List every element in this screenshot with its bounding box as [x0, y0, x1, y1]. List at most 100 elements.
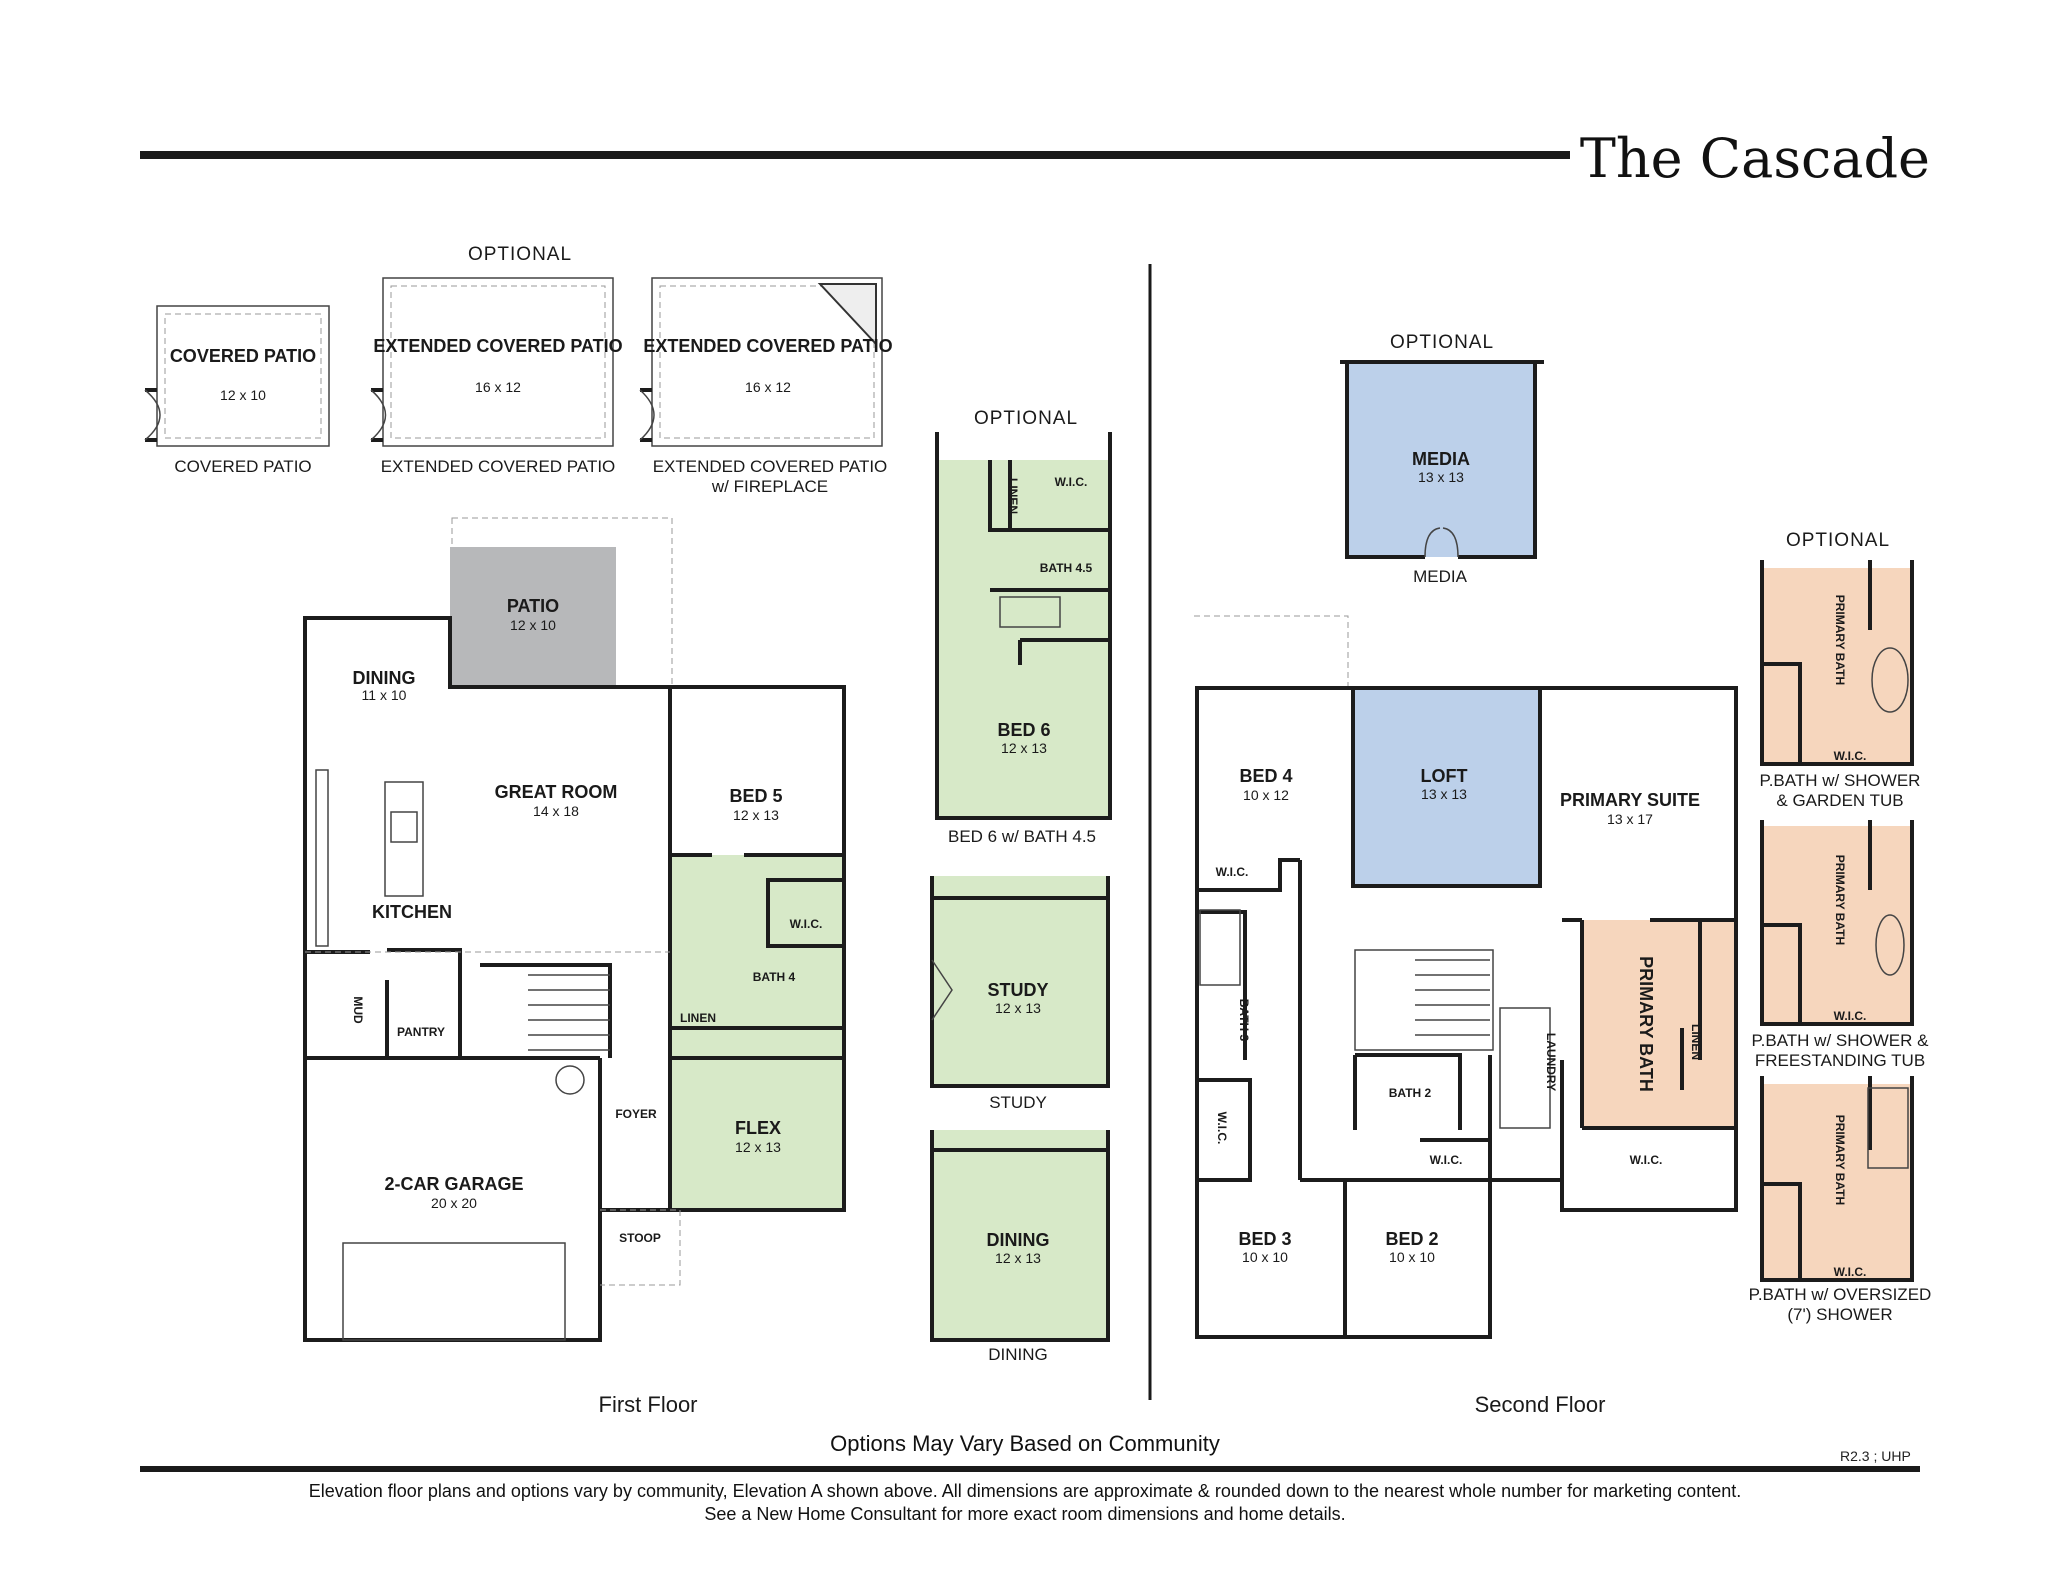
media-name: MEDIA	[1412, 449, 1470, 469]
fireplace-patio-dim: 16 x 12	[745, 379, 791, 395]
bed6-linen-name: LINEN	[1006, 478, 1020, 514]
fireplace-patio-caption: EXTENDED COVERED PATIO	[653, 457, 888, 476]
bath-opt2-name: PRIMARY BATH	[1833, 855, 1847, 945]
bed6-option: W.I.C. LINEN BATH 4.5 BED 6 12 x 13 BED …	[935, 432, 1112, 846]
opt-dining-caption: DINING	[988, 1345, 1048, 1364]
primary-wic-name: W.I.C.	[1630, 1153, 1663, 1167]
disclaimer-line-2: See a New Home Consultant for more exact…	[704, 1504, 1346, 1524]
covered-patio-name: COVERED PATIO	[170, 346, 316, 366]
bath-option-oversized-shower: PRIMARY BATH W.I.C. P.BATH w/ OVERSIZED …	[1749, 1076, 1932, 1324]
second-floor-label: Second Floor	[1475, 1392, 1606, 1417]
primary-bath-name: PRIMARY BATH	[1636, 956, 1656, 1092]
ff-dining-dim: 11 x 10	[362, 687, 407, 703]
covered-patio-dim: 12 x 10	[220, 387, 266, 403]
extended-patio-name: EXTENDED COVERED PATIO	[373, 336, 622, 356]
bed2-dim: 10 x 10	[1389, 1249, 1435, 1265]
header-rule	[140, 151, 1570, 159]
plan-title: The Cascade	[1579, 127, 1930, 190]
ff-patio-dim: 12 x 10	[510, 617, 556, 633]
bath-opt2-caption-2: FREESTANDING TUB	[1755, 1051, 1925, 1070]
extended-patio-caption: EXTENDED COVERED PATIO	[381, 457, 616, 476]
media-caption: MEDIA	[1413, 567, 1468, 586]
study-dim: 12 x 13	[995, 1000, 1041, 1016]
great-room-dim: 14 x 18	[533, 803, 579, 819]
bath-opt2-wic: W.I.C.	[1834, 1009, 1867, 1023]
extended-patio-option: EXTENDED COVERED PATIO 16 x 12 EXTENDED …	[370, 277, 623, 476]
media-optional-label: OPTIONAL	[1390, 332, 1494, 353]
media-dim: 13 x 13	[1418, 469, 1464, 485]
bath45-name: BATH 4.5	[1040, 561, 1093, 575]
bed6-name: BED 6	[997, 720, 1050, 740]
mud-name: MUD	[351, 996, 365, 1024]
laundry-name: LAUNDRY	[1544, 1033, 1558, 1091]
ff-wic-name: W.I.C.	[790, 917, 823, 931]
bed2-wic-name: W.I.C.	[1430, 1153, 1463, 1167]
bath-opt2-caption: P.BATH w/ SHOWER &	[1752, 1031, 1930, 1050]
second-floor-plan: BED 4 10 x 12 LOFT 13 x 13 PRIMARY SUITE…	[1194, 615, 1738, 1417]
disclaimer-line-1: Elevation floor plans and options vary b…	[308, 1481, 1742, 1501]
bath-option-garden-tub: PRIMARY BATH W.I.C. P.BATH w/ SHOWER & G…	[1760, 560, 1921, 810]
ff-linen-name: LINEN	[680, 1011, 716, 1025]
covered-patio-option: COVERED PATIO 12 x 10 COVERED PATIO	[144, 305, 330, 476]
bath-opt3-caption: P.BATH w/ OVERSIZED	[1749, 1285, 1932, 1304]
footer-rule	[140, 1466, 1920, 1472]
patio-optional-label: OPTIONAL	[468, 244, 572, 265]
study-option: STUDY 12 x 13 STUDY	[930, 876, 1110, 1112]
bed3-wic-name: W.I.C.	[1215, 1112, 1229, 1145]
flex-dim: 12 x 13	[735, 1139, 781, 1155]
sf-linen-name: LINEN	[1689, 1024, 1703, 1060]
dining-option: DINING 12 x 13 DINING	[930, 1130, 1110, 1364]
opt-dining-name: DINING	[987, 1230, 1050, 1250]
primary-suite-name: PRIMARY SUITE	[1560, 790, 1700, 810]
stoop-name: STOOP	[619, 1231, 661, 1245]
bed5-name: BED 5	[729, 786, 782, 806]
garage-dim: 20 x 20	[431, 1195, 477, 1211]
loft-name: LOFT	[1421, 766, 1468, 786]
study-caption: STUDY	[989, 1093, 1047, 1112]
bath3-name: BATH 3	[1237, 999, 1251, 1042]
great-room-name: GREAT ROOM	[495, 782, 618, 802]
bath-opt1-wic: W.I.C.	[1834, 749, 1867, 763]
media-option: MEDIA 13 x 13 MEDIA	[1340, 360, 1544, 586]
opt-dining-dim: 12 x 13	[995, 1250, 1041, 1266]
first-floor-label: First Floor	[599, 1392, 698, 1417]
flex-name: FLEX	[735, 1118, 781, 1138]
bath-optional-label: OPTIONAL	[1786, 530, 1890, 551]
bed5-dim: 12 x 13	[733, 807, 779, 823]
options-note: Options May Vary Based on Community	[830, 1431, 1220, 1456]
revision-code: R2.3 ; UHP	[1840, 1448, 1911, 1464]
bed6-dim: 12 x 13	[1001, 740, 1047, 756]
ff-dining-name: DINING	[353, 668, 416, 688]
bed2-name: BED 2	[1385, 1229, 1438, 1249]
extended-patio-fireplace-option: EXTENDED COVERED PATIO 16 x 12 EXTENDED …	[639, 277, 893, 496]
bath-opt1-caption-2: & GARDEN TUB	[1776, 791, 1903, 810]
bed3-name: BED 3	[1238, 1229, 1291, 1249]
pantry-name: PANTRY	[397, 1025, 445, 1039]
bath-opt3-caption-2: (7') SHOWER	[1787, 1305, 1892, 1324]
bed3-dim: 10 x 10	[1242, 1249, 1288, 1265]
bed6-optional-label: OPTIONAL	[974, 408, 1078, 429]
loft-dim: 13 x 13	[1421, 786, 1467, 802]
bed4-dim: 10 x 12	[1243, 787, 1289, 803]
bath-opt3-name: PRIMARY BATH	[1833, 1115, 1847, 1205]
garage-name: 2-CAR GARAGE	[384, 1174, 523, 1194]
bath-option-freestanding-tub: PRIMARY BATH W.I.C. P.BATH w/ SHOWER & F…	[1752, 820, 1930, 1070]
bed6-caption: BED 6 w/ BATH 4.5	[948, 827, 1096, 846]
bath-opt1-caption: P.BATH w/ SHOWER	[1760, 771, 1921, 790]
bath2-name: BATH 2	[1389, 1086, 1432, 1100]
extended-patio-dim: 16 x 12	[475, 379, 521, 395]
kitchen-name: KITCHEN	[372, 902, 452, 922]
bed4-name: BED 4	[1239, 766, 1292, 786]
bed6-wic-name: W.I.C.	[1055, 475, 1088, 489]
fireplace-icon	[817, 283, 877, 347]
study-name: STUDY	[987, 980, 1048, 1000]
foyer-name: FOYER	[615, 1107, 657, 1121]
fireplace-patio-caption-2: w/ FIREPLACE	[711, 477, 828, 496]
bath-opt1-name: PRIMARY BATH	[1833, 595, 1847, 685]
covered-patio-caption: COVERED PATIO	[174, 457, 311, 476]
first-floor-plan: PATIO 12 x 10 DIN	[303, 517, 846, 1417]
bed4-wic-name: W.I.C.	[1216, 865, 1249, 879]
fireplace-patio-name: EXTENDED COVERED PATIO	[643, 336, 892, 356]
